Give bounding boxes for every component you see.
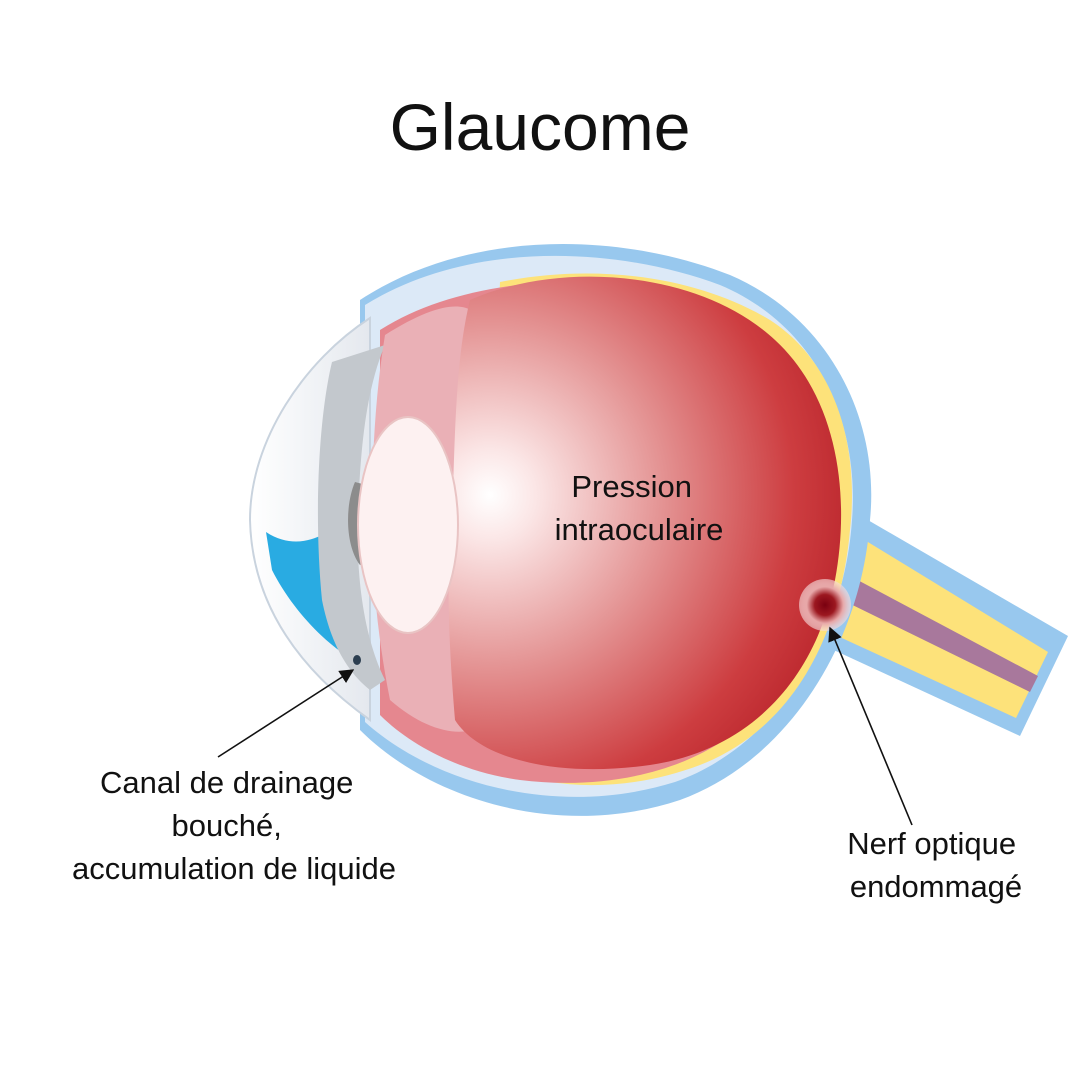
optic-nerve-label: Nerf optique endommagé: [847, 826, 1025, 904]
optic-nerve-arrow: [828, 626, 913, 826]
diagram-title: Glaucome: [390, 90, 691, 164]
drainage-label-line-1: Canal de drainage: [100, 765, 353, 800]
drainage-label-line-2: bouché,: [172, 808, 282, 843]
damage-spot: [799, 579, 851, 631]
drainage-label: Canal de drainage bouché, accumulation d…: [72, 765, 396, 886]
pressure-label-line-1: Pression: [571, 469, 692, 504]
drainage-canal-dot: [353, 655, 361, 665]
drainage-arrow: [217, 669, 355, 758]
pressure-label-line-2: intraoculaire: [555, 512, 724, 547]
vitreous-body: [448, 276, 842, 770]
drainage-label-line-3: accumulation de liquide: [72, 851, 396, 886]
pressure-label: Pression intraoculaire: [555, 469, 724, 547]
lens: [357, 416, 459, 634]
optic-nerve-label-line-2: endommagé: [850, 869, 1022, 904]
optic-nerve-label-line-1: Nerf optique: [847, 826, 1016, 861]
optic-nerve-vessel: [826, 568, 1038, 692]
